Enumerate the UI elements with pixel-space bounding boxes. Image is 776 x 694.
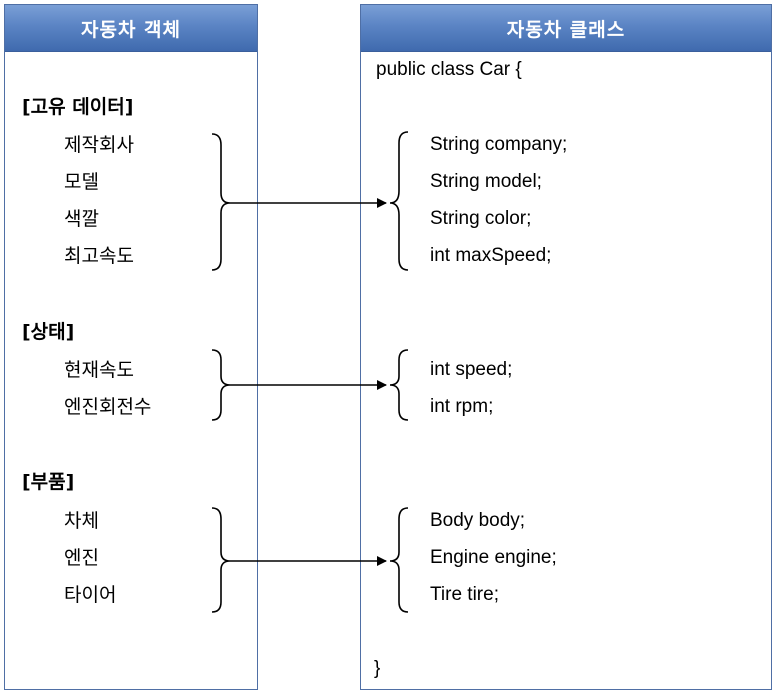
field-color: String color;	[430, 208, 532, 229]
field-max-speed: int maxSpeed;	[430, 245, 552, 266]
class-panel: 자동차 클래스	[360, 4, 772, 690]
class-panel-title: 자동차 클래스	[361, 5, 771, 52]
object-item-max-speed: 최고속도	[64, 245, 134, 267]
group-heading-intrinsic-data: [고유 데이터]	[22, 96, 134, 118]
field-company: String company;	[430, 134, 568, 155]
object-item-engine-rpm: 엔진회전수	[64, 396, 152, 418]
object-item-manufacturer: 제작회사	[64, 134, 134, 156]
object-item-current-speed: 현재속도	[64, 359, 134, 381]
object-item-tire: 타이어	[64, 584, 117, 606]
field-model: String model;	[430, 171, 542, 192]
group-heading-state: [상태]	[22, 321, 75, 343]
field-engine: Engine engine;	[430, 547, 557, 568]
field-speed: int speed;	[430, 359, 513, 380]
field-rpm: int rpm;	[430, 396, 494, 417]
group-heading-parts: [부품]	[22, 471, 75, 493]
field-body: Body body;	[430, 510, 526, 531]
object-panel-title: 자동차 객체	[5, 5, 257, 52]
object-item-engine: 엔진	[64, 547, 99, 569]
object-item-body: 차체	[64, 510, 99, 532]
class-declaration: public class Car {	[376, 59, 522, 80]
object-panel: 자동차 객체	[4, 4, 258, 690]
object-item-model: 모델	[64, 171, 99, 193]
field-tire: Tire tire;	[430, 584, 499, 605]
object-item-color: 색깔	[64, 208, 99, 230]
class-closing-brace: }	[374, 658, 381, 679]
